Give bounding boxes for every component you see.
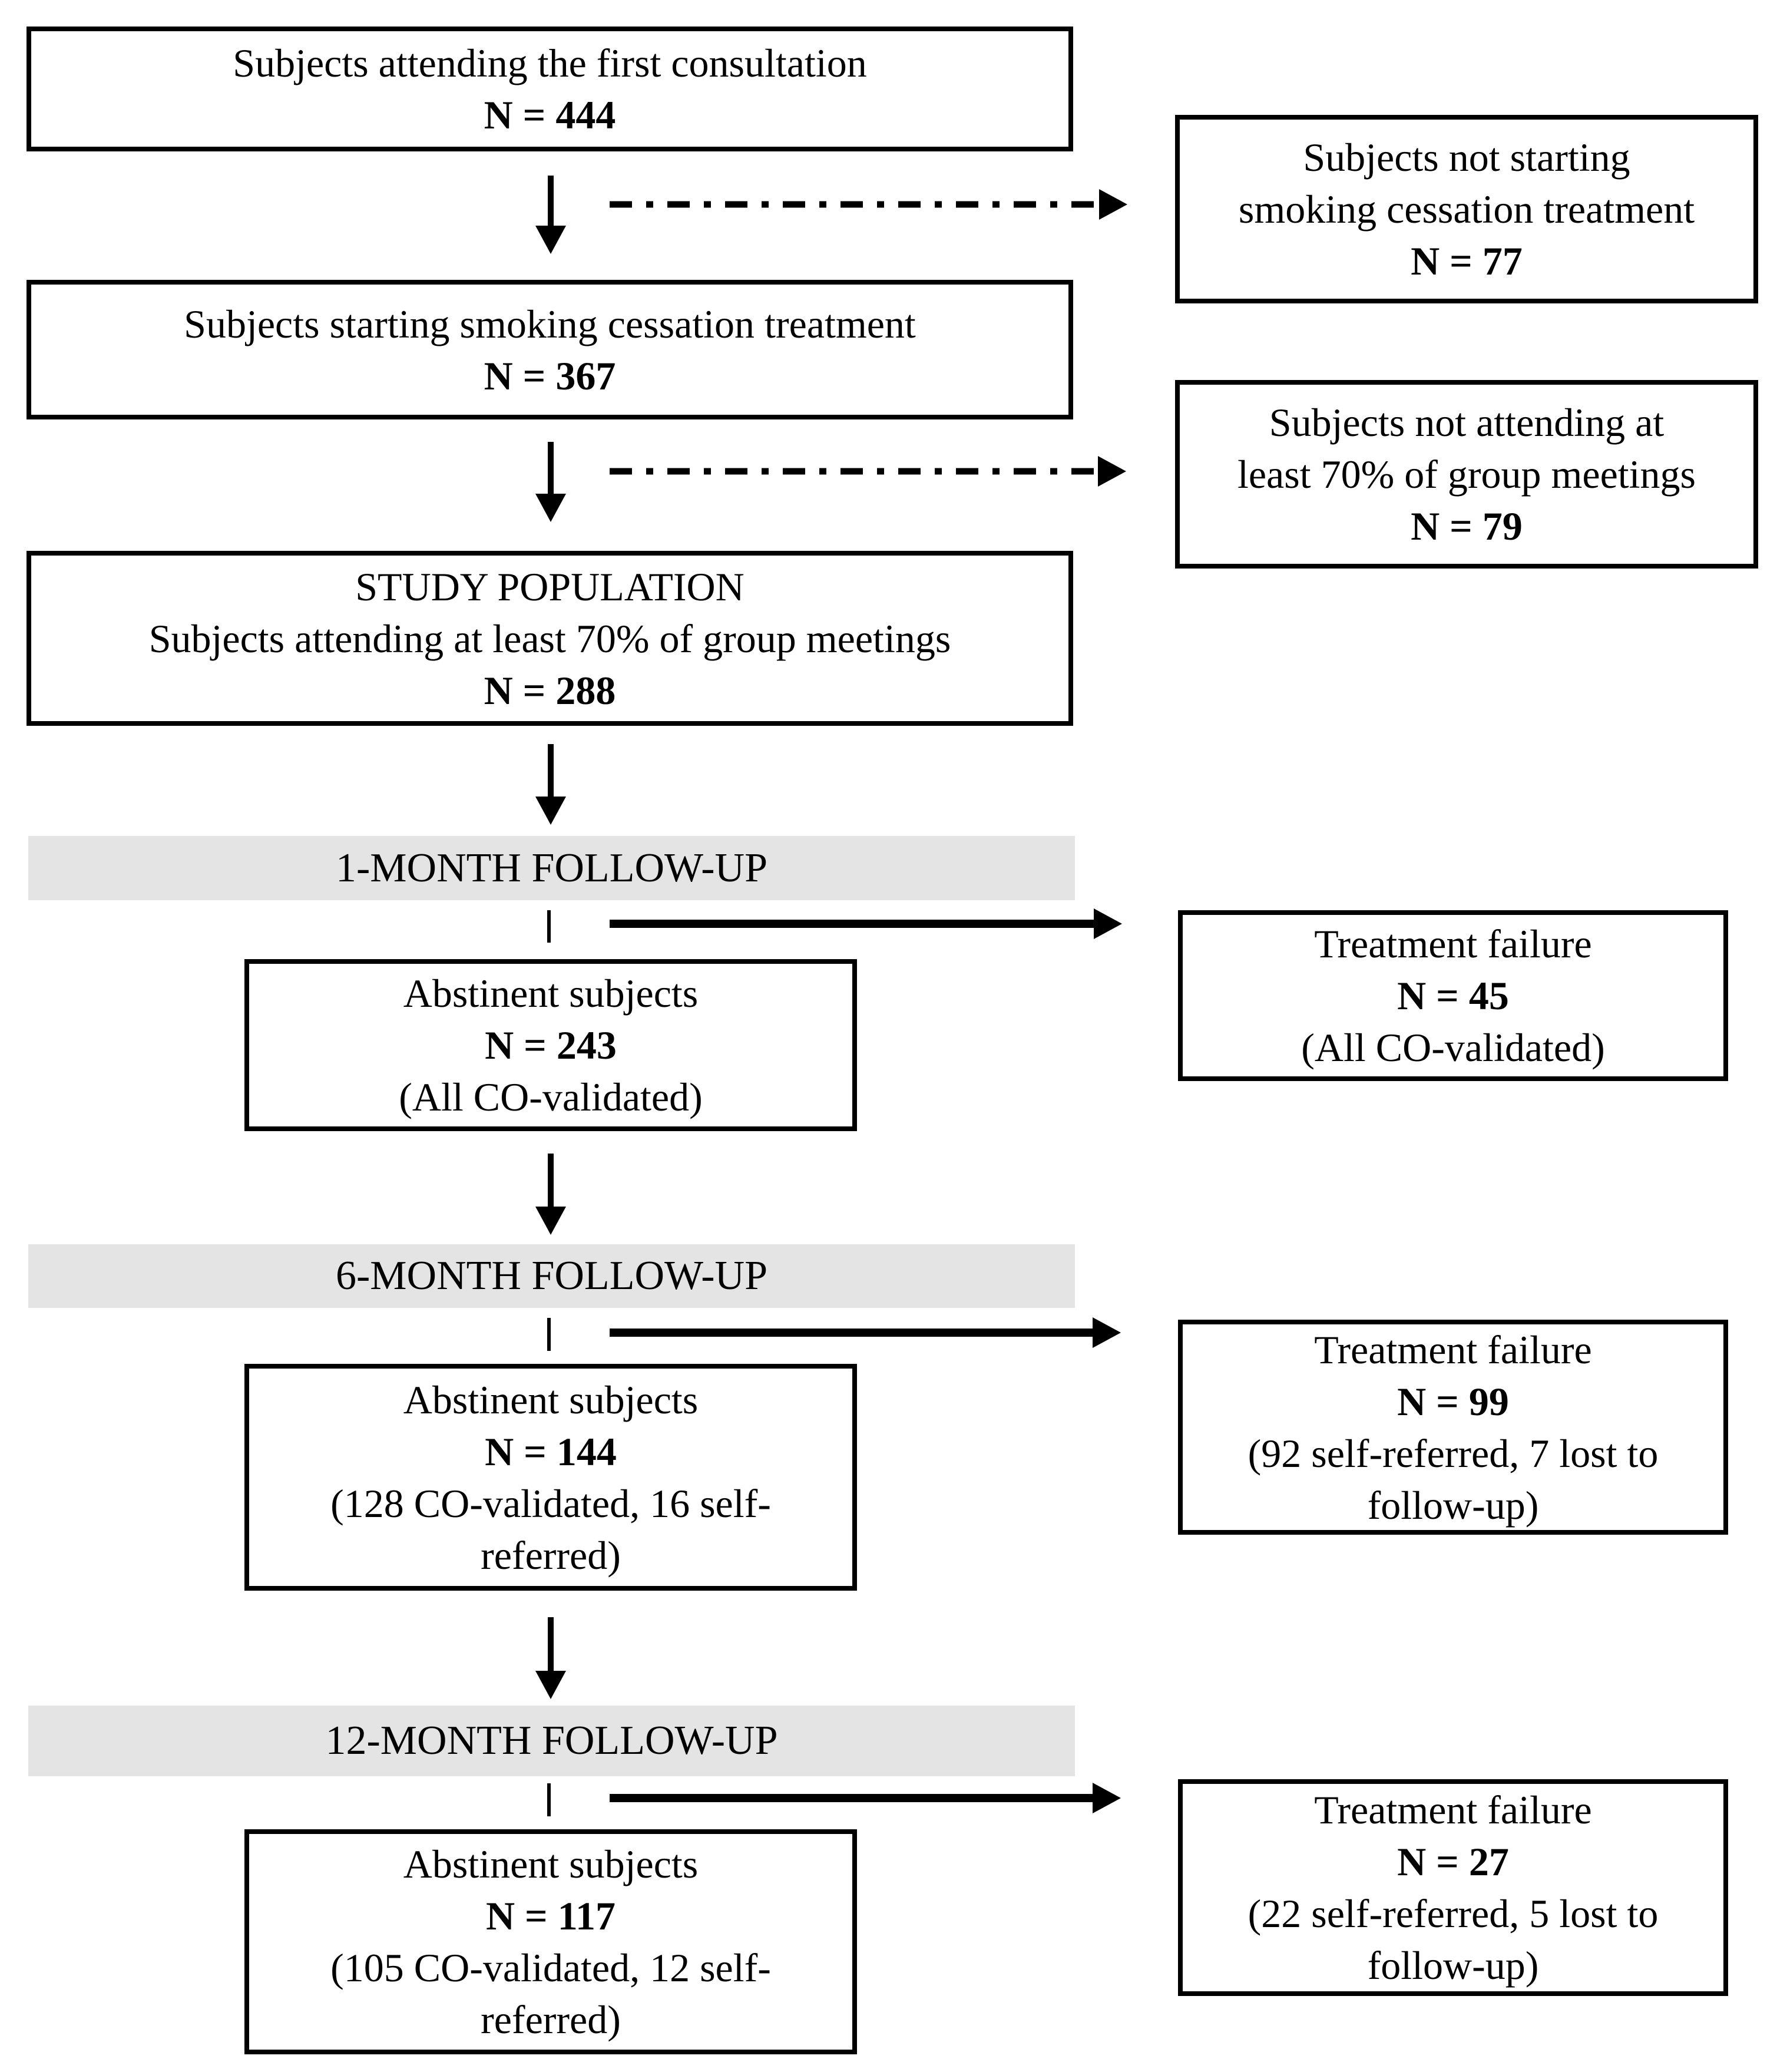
box-text: Subjects not starting	[1303, 135, 1630, 180]
box-note: referred)	[481, 1532, 621, 1578]
box-note: (All CO-validated)	[1301, 1025, 1605, 1070]
box-n-value: N = 27	[1397, 1839, 1509, 1884]
box-n-value: N = 117	[485, 1893, 616, 1938]
box-n-value: N = 243	[485, 1023, 617, 1068]
box-text: Treatment failure	[1314, 1327, 1592, 1372]
box-starting-treatment: Subjects starting smoking cessation trea…	[27, 280, 1073, 419]
box-text: Subjects not attending at	[1269, 400, 1665, 445]
box-text: smoking cessation treatment	[1238, 187, 1695, 232]
box-note: (128 CO-validated, 16 self-	[330, 1481, 771, 1526]
box-n-value: N = 367	[484, 353, 616, 398]
box-text: Subjects starting smoking cessation trea…	[184, 301, 916, 346]
box-text: Abstinent subjects	[403, 1842, 699, 1886]
box-abstinent-12-month: Abstinent subjects N = 117 (105 CO-valid…	[244, 1829, 857, 2054]
box-n-value: N = 99	[1397, 1379, 1509, 1424]
box-n-value: N = 77	[1411, 239, 1523, 283]
box-note: (105 CO-validated, 12 self-	[330, 1945, 771, 1990]
box-abstinent-6-month: Abstinent subjects N = 144 (128 CO-valid…	[244, 1364, 857, 1591]
banner-label: 6-MONTH FOLLOW-UP	[335, 1253, 768, 1298]
box-n-value: N = 45	[1397, 973, 1509, 1018]
box-note: follow-up)	[1367, 1943, 1539, 1988]
box-text: Treatment failure	[1314, 921, 1592, 966]
box-note: (92 self-referred, 7 lost to	[1248, 1430, 1659, 1476]
box-n-value: N = 144	[485, 1429, 617, 1474]
box-abstinent-1-month: Abstinent subjects N = 243 (All CO-valid…	[244, 959, 857, 1131]
box-note: follow-up)	[1367, 1482, 1539, 1528]
box-first-consultation: Subjects attending the first consultatio…	[27, 27, 1073, 151]
banner-1-month-follow-up: 1-MONTH FOLLOW-UP	[28, 836, 1075, 900]
box-not-attending-meetings: Subjects not attending at least 70% of g…	[1175, 380, 1758, 569]
box-text: Abstinent subjects	[403, 971, 699, 1016]
box-treatment-failure-1-month: Treatment failure N = 45 (All CO-validat…	[1178, 910, 1728, 1081]
banner-12-month-follow-up: 12-MONTH FOLLOW-UP	[28, 1706, 1075, 1776]
box-treatment-failure-6-month: Treatment failure N = 99 (92 self-referr…	[1178, 1320, 1728, 1535]
box-n-value: N = 444	[484, 92, 616, 137]
box-text: Subjects attending the first consultatio…	[233, 41, 867, 85]
box-note: referred)	[481, 1997, 621, 2042]
box-text: Subjects attending at least 70% of group…	[148, 616, 951, 661]
banner-6-month-follow-up: 6-MONTH FOLLOW-UP	[28, 1244, 1075, 1308]
box-study-population: STUDY POPULATION Subjects attending at l…	[27, 551, 1073, 726]
box-not-starting-treatment: Subjects not starting smoking cessation …	[1175, 115, 1758, 303]
box-note: (22 self-referred, 5 lost to	[1248, 1891, 1659, 1936]
banner-label: 12-MONTH FOLLOW-UP	[325, 1718, 778, 1763]
banner-label: 1-MONTH FOLLOW-UP	[335, 845, 768, 891]
box-text: least 70% of group meetings	[1237, 452, 1696, 497]
box-title: STUDY POPULATION	[355, 564, 744, 609]
box-note: (All CO-validated)	[399, 1075, 703, 1119]
box-n-value: N = 79	[1411, 504, 1523, 548]
box-n-value: N = 288	[484, 667, 616, 713]
box-text: Abstinent subjects	[403, 1377, 699, 1422]
box-treatment-failure-12-month: Treatment failure N = 27 (22 self-referr…	[1178, 1779, 1728, 1996]
box-text: Treatment failure	[1314, 1787, 1592, 1832]
